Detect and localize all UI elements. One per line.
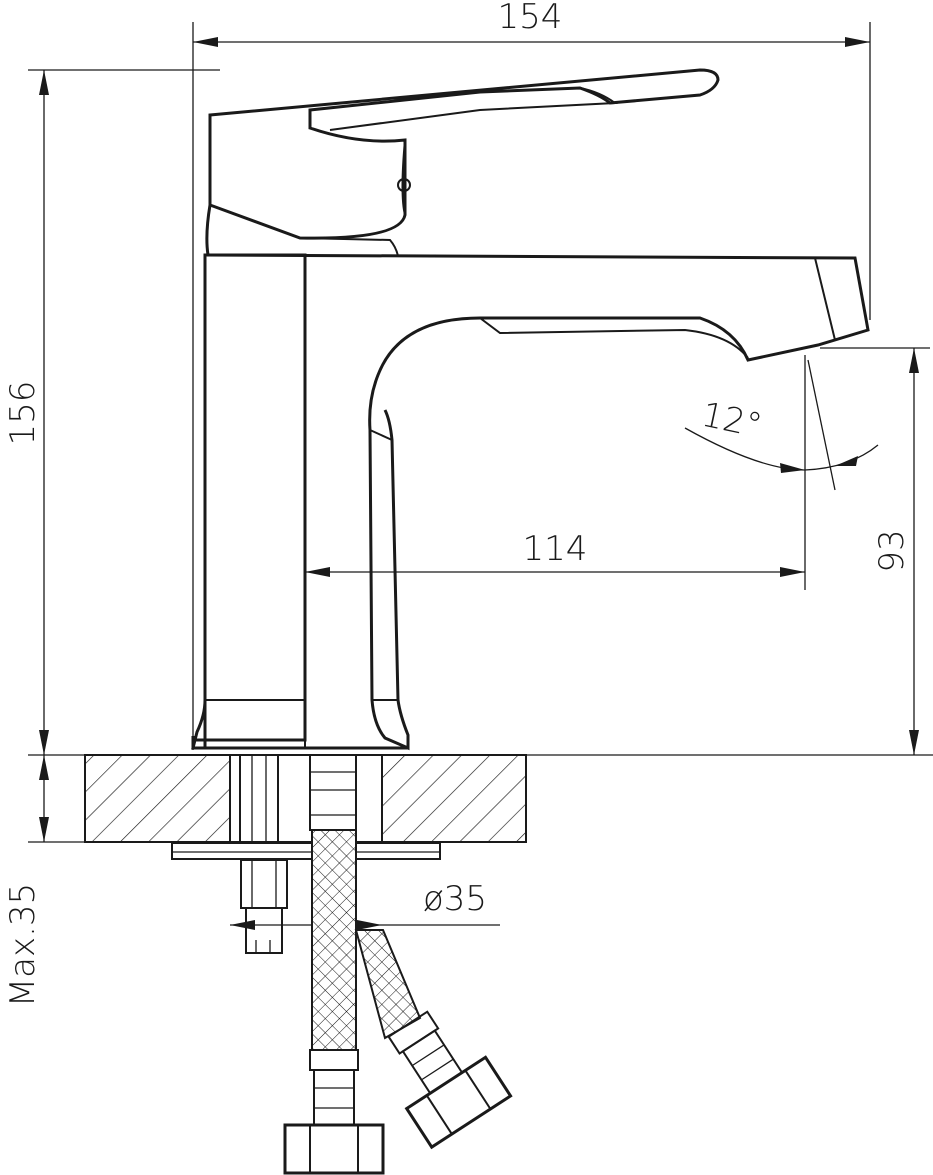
hole-diameter-label: ø35	[423, 879, 487, 919]
dimension-overall-width: 154	[192, 0, 871, 750]
spout-height-label: 93	[872, 529, 912, 572]
max-thickness-label: Max.35	[3, 883, 43, 1007]
spout-angle-label: 12°	[698, 395, 765, 447]
mounting-hardware: ø35	[171, 754, 500, 954]
dimension-spout-angle: 12°	[684, 359, 879, 491]
overall-height-label: 156	[3, 381, 43, 446]
countertop-section: Max.35	[3, 754, 933, 1007]
faucet-body	[191, 253, 870, 751]
overall-width-label: 154	[498, 0, 563, 37]
spout-reach-label: 114	[523, 529, 588, 569]
lever-handle	[205, 68, 720, 257]
dimension-spout-reach: 114	[305, 355, 806, 590]
dimension-overall-height: 156	[3, 69, 220, 755]
supply-hoses	[283, 754, 513, 1175]
dimension-spout-height: 93	[820, 347, 930, 755]
